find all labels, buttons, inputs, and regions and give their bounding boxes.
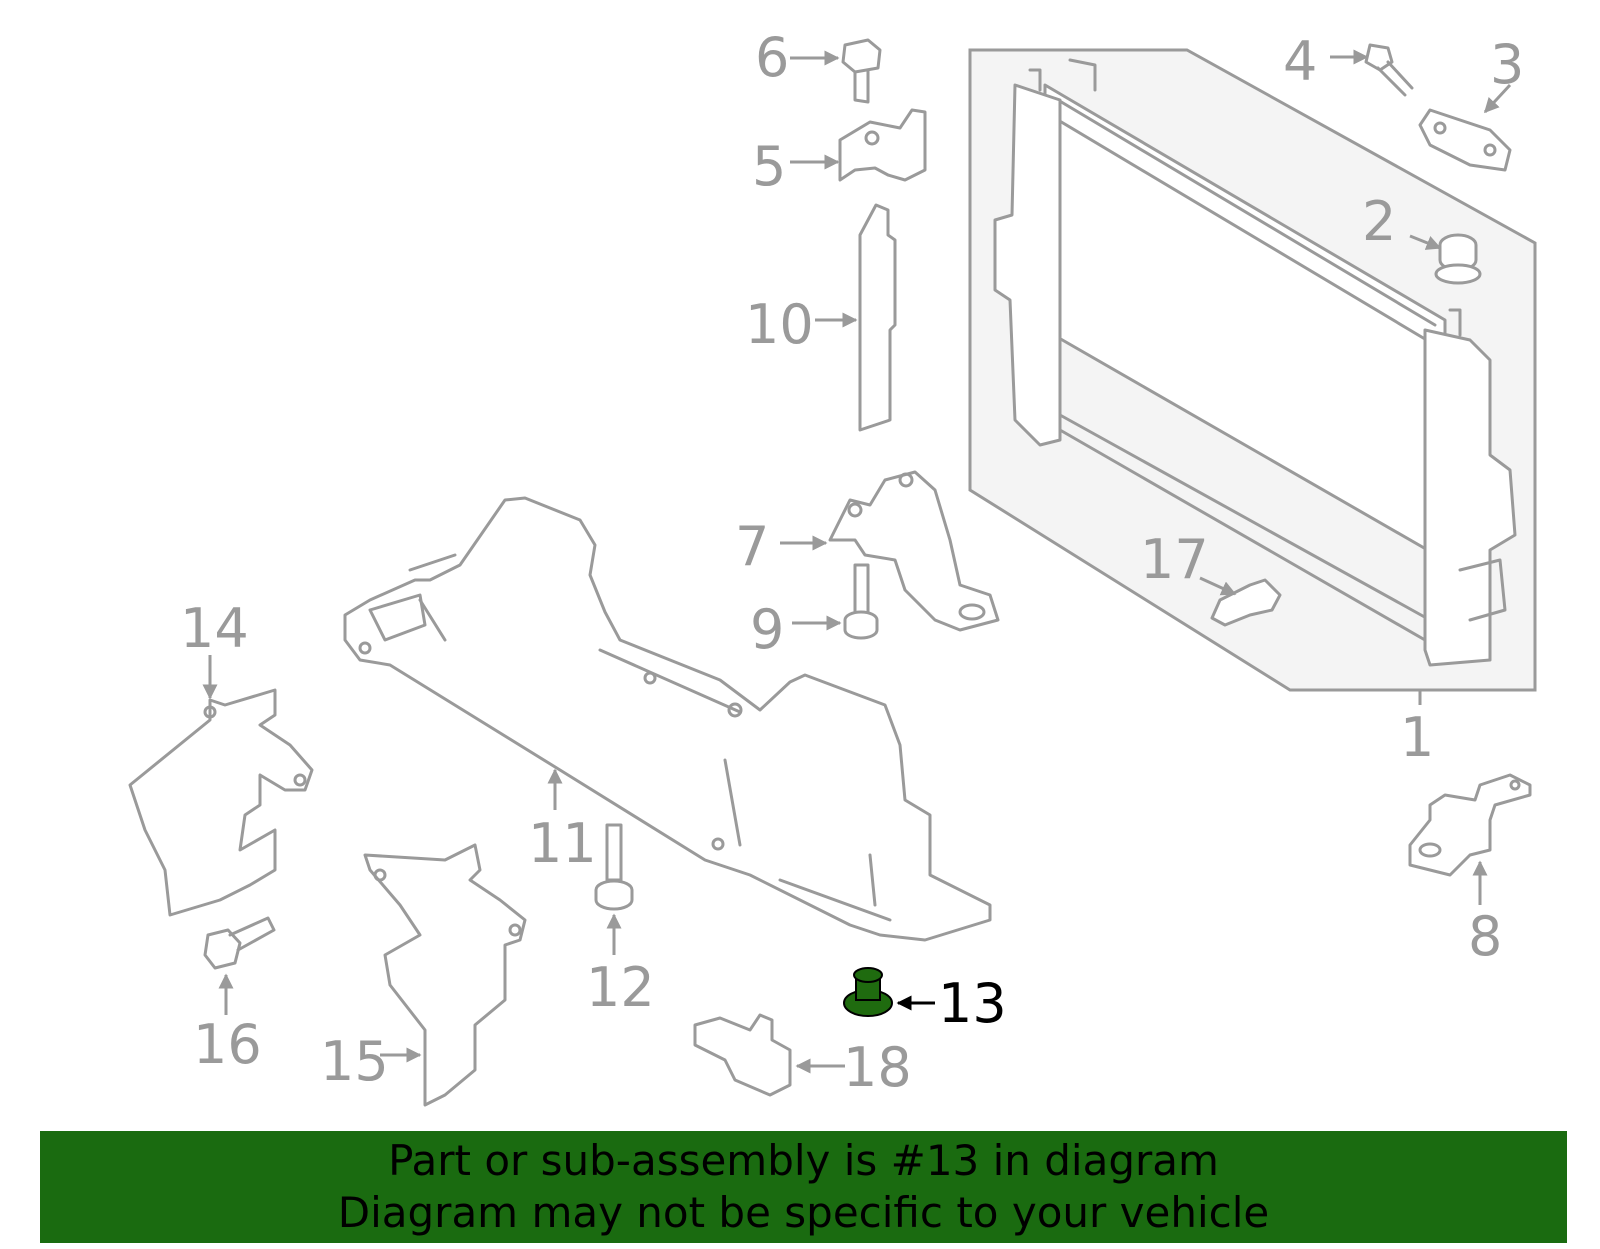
callout-15: 15 xyxy=(320,1030,389,1093)
highlighted-grommet-part-13 xyxy=(843,967,935,1017)
bracket-part-3 xyxy=(1418,83,1512,172)
callout-13: 13 xyxy=(938,972,1007,1035)
mount-bracket-part-7 xyxy=(780,470,1000,632)
sensor-part-17 xyxy=(1199,576,1282,627)
sensor-part-18 xyxy=(693,1013,845,1097)
lower-shield-part-11 xyxy=(343,496,992,942)
air-guide-part-14 xyxy=(128,655,314,917)
bolt-part-4 xyxy=(1330,43,1414,97)
callout-16: 16 xyxy=(193,1013,262,1076)
bolt-part-16 xyxy=(203,916,276,1015)
air-guide-part-15 xyxy=(363,843,527,1107)
callout-14: 14 xyxy=(180,597,249,660)
callout-5: 5 xyxy=(752,135,786,198)
callout-9: 9 xyxy=(750,598,784,661)
callout-1: 1 xyxy=(1400,706,1434,769)
callout-12: 12 xyxy=(586,956,655,1019)
callout-4: 4 xyxy=(1283,30,1317,93)
info-banner: Part or sub-assembly is #13 in diagram D… xyxy=(40,1131,1567,1243)
banner-line-1: Part or sub-assembly is #13 in diagram xyxy=(388,1136,1219,1185)
callout-8: 8 xyxy=(1468,905,1502,968)
callout-17: 17 xyxy=(1140,528,1209,591)
radiator-assembly xyxy=(968,48,1537,705)
grommet-part-2 xyxy=(1409,233,1482,285)
callout-11: 11 xyxy=(528,812,597,875)
callout-7: 7 xyxy=(735,515,769,578)
bolt-part-12 xyxy=(594,823,634,955)
clip-part-5 xyxy=(790,108,927,182)
callout-2: 2 xyxy=(1362,190,1396,253)
callout-18: 18 xyxy=(843,1036,912,1099)
bracket-part-8 xyxy=(1408,773,1532,905)
callout-6: 6 xyxy=(755,26,789,89)
bolt-part-9 xyxy=(792,563,879,640)
seal-part-10 xyxy=(815,203,897,432)
callout-3: 3 xyxy=(1490,33,1524,96)
banner-line-2: Diagram may not be specific to your vehi… xyxy=(337,1188,1270,1237)
bolt-part-6 xyxy=(790,38,882,104)
callout-10: 10 xyxy=(745,293,814,356)
